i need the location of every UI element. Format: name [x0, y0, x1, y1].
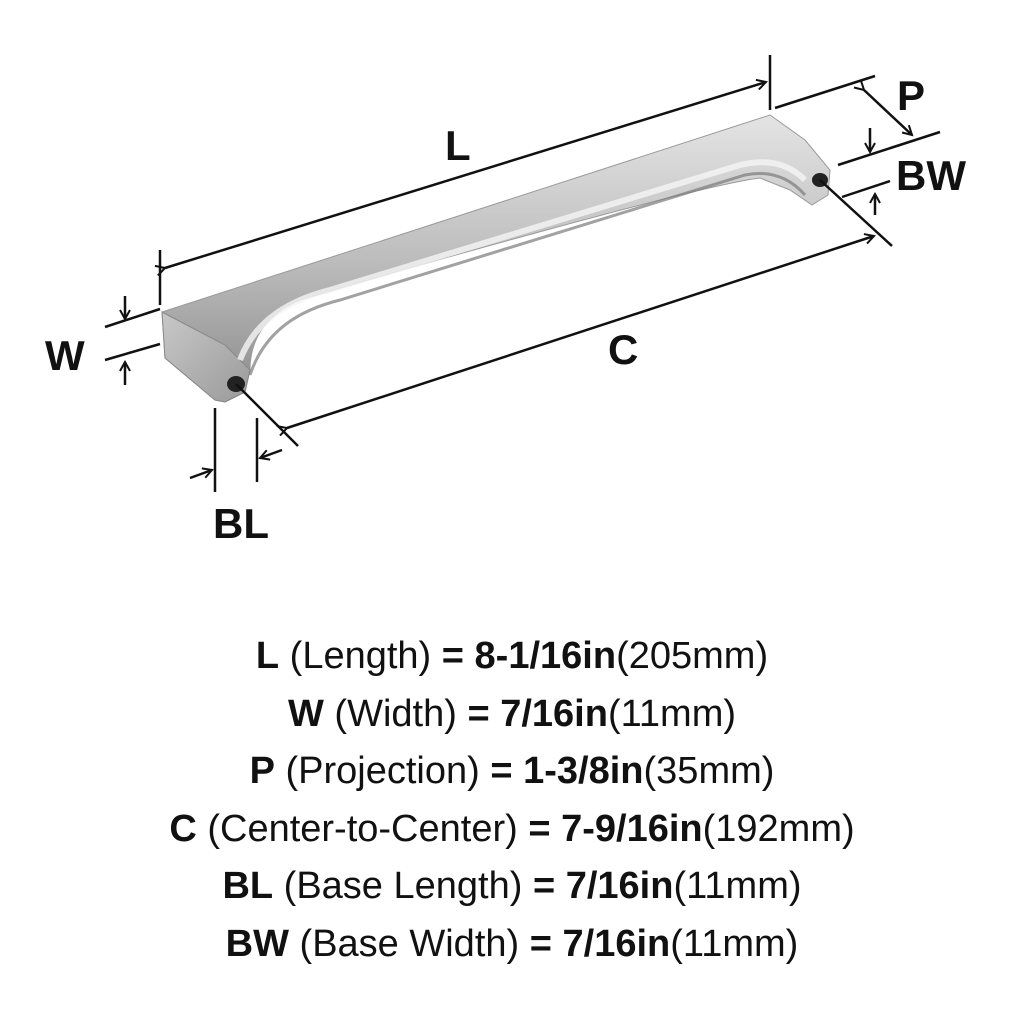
spec-name: (Base Length) — [283, 865, 523, 907]
spec-eq: = — [528, 807, 551, 850]
spec-key: BL — [222, 865, 274, 907]
label-L: L — [445, 122, 471, 169]
label-C: C — [608, 326, 638, 373]
spec-eq: = — [532, 865, 556, 907]
handle-dimension-diagram: L C P BW W BL — [45, 55, 966, 547]
specifications-list: L (Length) = 8-1/16in(205mm) W (Width) =… — [0, 628, 1024, 973]
spec-key: P — [249, 750, 275, 792]
label-BW: BW — [896, 152, 966, 199]
spec-row-base-length: BL (Base Length) = 7/16in(11mm) — [0, 858, 1024, 916]
label-P: P — [897, 72, 925, 119]
spec-mm: (11mm) — [607, 692, 737, 735]
spec-row-length: L (Length) = 8-1/16in(205mm) — [0, 628, 1024, 686]
spec-name: (Width) — [334, 692, 457, 735]
spec-key: L — [255, 635, 280, 677]
dimension-L — [165, 82, 766, 268]
spec-eq: = — [467, 692, 490, 735]
spec-mm: (192mm) — [702, 807, 855, 850]
spec-name: (Base Width) — [299, 922, 520, 965]
dimension-lines — [104, 55, 941, 492]
spec-mm: (35mm) — [643, 750, 775, 792]
spec-name: (Projection) — [285, 750, 480, 792]
dimension-C — [287, 236, 874, 428]
spec-name: (Center-to-Center) — [207, 807, 518, 850]
label-BL: BL — [213, 500, 269, 547]
spec-eq: = — [529, 922, 552, 965]
spec-row-base-width: BW (Base Width) = 7/16in(11mm) — [0, 916, 1024, 974]
spec-inch: 1-3/8in — [523, 750, 644, 792]
label-W: W — [45, 332, 85, 379]
spec-key: C — [169, 807, 197, 850]
spec-eq: = — [490, 750, 513, 792]
spec-row-width: W (Width) = 7/16in(11mm) — [0, 686, 1024, 744]
spec-row-projection: P (Projection) = 1-3/8in(35mm) — [0, 743, 1024, 801]
spec-mm: (11mm) — [673, 865, 802, 907]
spec-key: W — [287, 692, 324, 735]
spec-key: BW — [225, 922, 289, 965]
spec-inch: 7/16in — [562, 922, 671, 965]
spec-eq: = — [441, 635, 464, 677]
spec-mm: (11mm) — [670, 922, 799, 965]
dimension-P — [864, 90, 912, 135]
spec-inch: 7/16in — [500, 692, 608, 735]
spec-name: (Length) — [289, 635, 432, 677]
spec-mm: (205mm) — [616, 635, 769, 677]
spec-row-center-to-center: C (Center-to-Center) = 7-9/16in(192mm) — [0, 801, 1024, 859]
spec-inch: 7/16in — [565, 865, 674, 907]
spec-inch: 7-9/16in — [561, 807, 703, 850]
spec-inch: 8-1/16in — [474, 635, 617, 677]
